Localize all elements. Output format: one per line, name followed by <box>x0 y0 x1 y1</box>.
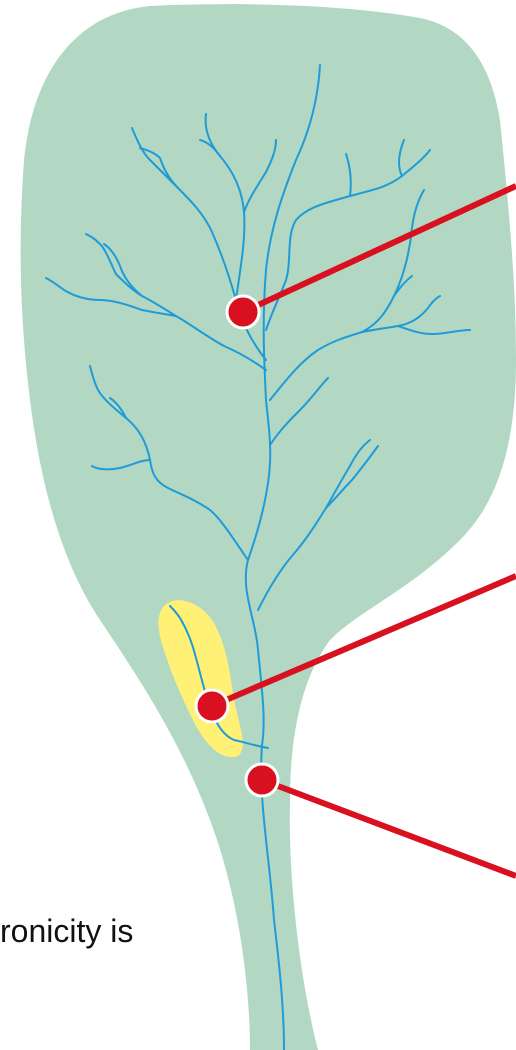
callout-dot-lower <box>246 764 278 796</box>
watershed-basin <box>21 4 516 1050</box>
callout-dot-upper <box>227 296 259 328</box>
callout-line-lower <box>262 780 516 876</box>
caption-text: ronicity is <box>0 915 133 947</box>
callout-dot-middle <box>196 690 228 722</box>
